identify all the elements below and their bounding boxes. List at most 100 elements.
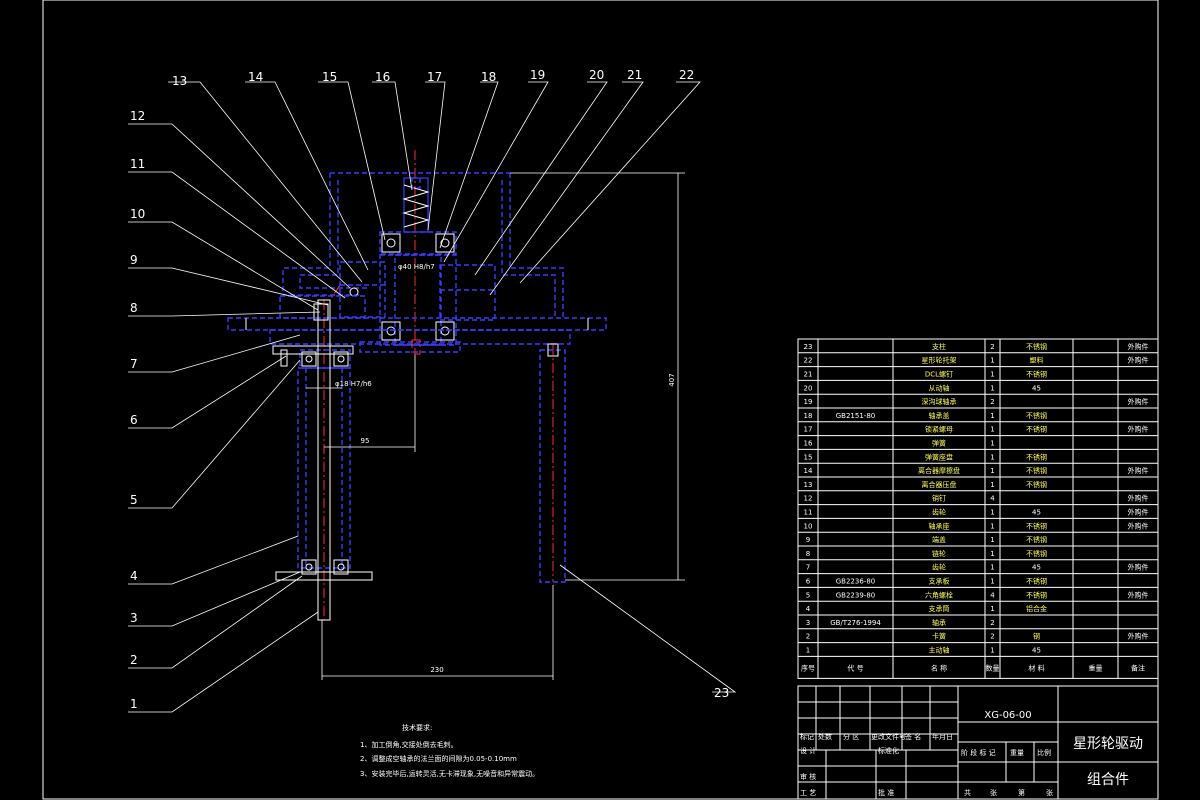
bom-header-qty: 数量 xyxy=(986,663,1000,672)
bom-cell-no: 21 xyxy=(804,371,813,379)
bom-cell-material: 不锈钢 xyxy=(1026,590,1047,599)
bom-cell-name: 离合器压盘 xyxy=(922,480,957,489)
bom-cell-material: 不锈钢 xyxy=(1026,370,1047,379)
bom-header-remark: 备注 xyxy=(1131,663,1145,672)
bom-cell-material: 不锈钢 xyxy=(1026,411,1047,420)
bom-cell-remark: 外购件 xyxy=(1128,521,1149,530)
bom-cell-material: 不锈钢 xyxy=(1026,425,1047,434)
bom-cell-name: 齿轮 xyxy=(932,563,946,572)
bom-cell-name: 深沟球轴承 xyxy=(922,397,957,406)
bom-cell-no: 15 xyxy=(804,453,813,461)
callout-17: 17 xyxy=(427,70,442,84)
callout-6: 6 xyxy=(130,413,138,427)
bom-cell-no: 11 xyxy=(804,509,813,517)
rev-label-docno: 更改文件号 xyxy=(871,732,906,741)
bom-cell-name: 轴承盖 xyxy=(929,411,950,420)
bom-cell-qty: 1 xyxy=(990,426,994,434)
bom-cell-no: 7 xyxy=(806,564,810,572)
bom-cell-material: 不锈钢 xyxy=(1026,466,1047,475)
drawing-title-1: 星形轮驱动 xyxy=(1073,736,1143,752)
callout-14: 14 xyxy=(248,70,263,84)
bom-cell-name: 星形轮托架 xyxy=(922,356,957,365)
bom-cell-material: 不锈钢 xyxy=(1026,521,1047,530)
bom-cell-name: 主动轴 xyxy=(929,646,950,655)
bom-cell-remark: 外购件 xyxy=(1128,397,1149,406)
bom-cell-remark: 外购件 xyxy=(1128,356,1149,365)
bom-cell-qty: 2 xyxy=(990,398,994,406)
bom-cell-qty: 1 xyxy=(990,550,994,558)
bom-cell-no: 4 xyxy=(806,605,811,613)
bom-cell-qty: 1 xyxy=(990,605,994,613)
drawing-number: XG-06-00 xyxy=(984,710,1031,721)
label-design: 设 计 xyxy=(800,746,816,755)
bom-cell-qty: 2 xyxy=(990,619,994,627)
bom-cell-remark: 外购件 xyxy=(1128,590,1149,599)
bom-cell-name: 弹簧座盘 xyxy=(925,452,953,461)
bom-cell-name: 轴承 xyxy=(932,618,946,627)
bom-cell-no: 23 xyxy=(804,343,813,351)
bom-cell-no: 20 xyxy=(804,384,813,392)
bom-cell-qty: 1 xyxy=(990,509,994,517)
notes-item-3: 3、安装完毕后,运转灵活,无卡滞现象,无噪音和异常震动。 xyxy=(360,769,539,778)
bom-cell-material: 不锈钢 xyxy=(1026,342,1047,351)
bom-cell-name: 齿轮 xyxy=(932,508,946,517)
bom-cell-no: 5 xyxy=(806,591,810,599)
callout-21: 21 xyxy=(627,68,642,82)
bom-cell-remark: 外购件 xyxy=(1128,425,1149,434)
label-process: 工 艺 xyxy=(800,789,816,797)
bom-cell-material: 不锈钢 xyxy=(1026,452,1047,461)
sheet-current: 第 xyxy=(1018,788,1025,797)
bom-cell-no: 18 xyxy=(804,412,813,420)
label-approve: 批 准 xyxy=(878,788,894,797)
bom-header-no: 序号 xyxy=(801,663,815,672)
bearing-low-right xyxy=(435,321,455,341)
dim-offset: 95 xyxy=(361,437,370,445)
bom-cell-no: 14 xyxy=(804,467,813,475)
bom-cell-material: 不锈钢 xyxy=(1026,535,1047,544)
bom-cell-material: 塑料 xyxy=(1030,356,1044,365)
dim-fit-mid: φ18 H7/h6 xyxy=(335,380,372,388)
bom-cell-no: 1 xyxy=(806,647,810,655)
callout-3: 3 xyxy=(130,611,138,625)
bom-cell-code: GB2239-80 xyxy=(836,591,875,599)
bearing-low-left xyxy=(381,321,401,341)
callout-15: 15 xyxy=(322,70,337,84)
bom-cell-qty: 2 xyxy=(990,633,994,641)
callout-11: 11 xyxy=(130,157,145,171)
bom-cell-qty: 4 xyxy=(990,591,995,599)
bom-header-weight: 重量 xyxy=(1089,664,1103,672)
rev-label-sign: 签 名 xyxy=(905,732,921,741)
bom-cell-qty: 1 xyxy=(990,467,994,475)
label-check: 审 核 xyxy=(800,772,816,781)
sheet-total: 共 xyxy=(964,788,971,797)
bom-cell-no: 19 xyxy=(804,398,813,406)
bom-cell-material: 铝合金 xyxy=(1026,604,1047,613)
callout-16: 16 xyxy=(375,70,390,84)
bom-cell-qty: 1 xyxy=(990,481,994,489)
bom-cell-qty: 2 xyxy=(990,343,994,351)
bom-cell-material: 不锈钢 xyxy=(1026,480,1047,489)
bom-cell-no: 9 xyxy=(806,536,810,544)
bom-cell-qty: 1 xyxy=(990,578,994,586)
stage-label: 阶 段 标 记 xyxy=(961,748,996,757)
bom-cell-code: GB2236-80 xyxy=(836,578,875,586)
dim-height: 407 xyxy=(668,373,676,386)
bom-cell-qty: 1 xyxy=(990,440,994,448)
bom-cell-name: 离合器摩擦盘 xyxy=(918,466,960,475)
bom-cell-remark: 外购件 xyxy=(1128,632,1149,641)
technical-notes: 技术要求: 1、加工倒角,交接处倒去毛刺。 2、调整成空轴承的法兰面的间隙为0.… xyxy=(360,723,539,778)
callout-2: 2 xyxy=(130,653,138,667)
bom-cell-name: 支承板 xyxy=(929,577,950,586)
bom-cell-name: DCL螺钉 xyxy=(925,370,953,379)
bom-cell-remark: 外购件 xyxy=(1128,466,1149,475)
sheet-total-unit: 张 xyxy=(990,788,997,797)
bom-cell-name: 六角螺栓 xyxy=(925,590,953,599)
bom-cell-no: 3 xyxy=(806,619,810,627)
rev-label-mark: 标记 xyxy=(800,732,814,741)
dim-width: 230 xyxy=(430,666,443,674)
bom-cell-material: 45 xyxy=(1032,564,1041,572)
bom-cell-qty: 1 xyxy=(990,371,994,379)
rev-label-count: 处数 xyxy=(818,732,832,741)
